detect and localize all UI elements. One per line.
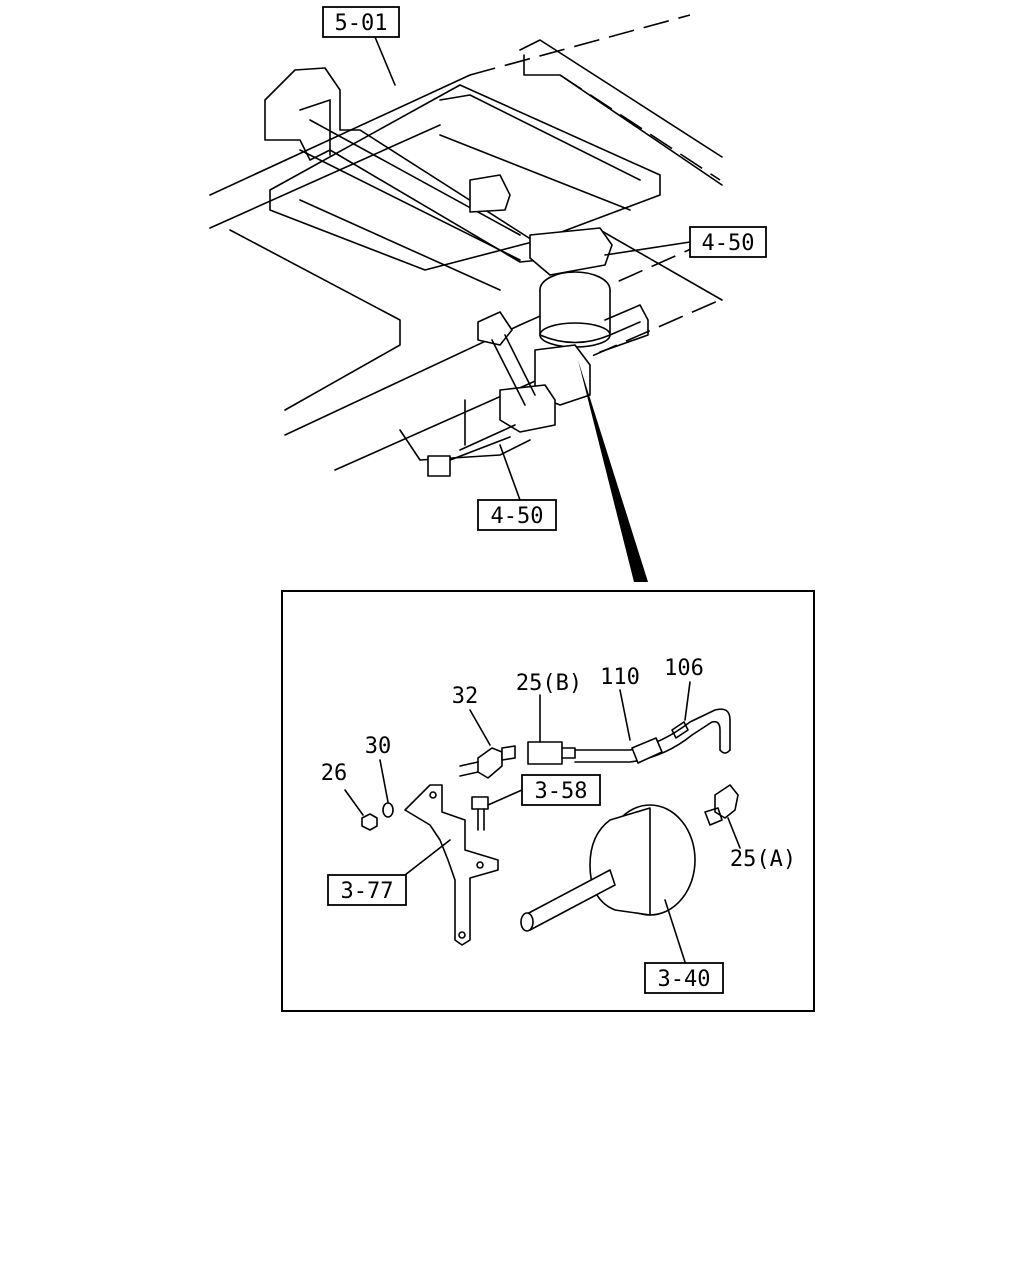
elbow-32 — [459, 745, 516, 779]
leader-110 — [619, 689, 631, 741]
elbow-25a — [704, 784, 739, 826]
callout-4-50-lower-label: 4-50 — [491, 504, 544, 529]
leader-106 — [684, 681, 691, 721]
callout-3-40-label: 3-40 — [658, 967, 711, 992]
leader-25a — [727, 817, 741, 849]
bracket-3-77 — [404, 784, 499, 946]
callout-3-40: 3-40 — [644, 962, 724, 994]
part-25b: 25(B) — [516, 671, 582, 696]
nut-26 — [361, 813, 378, 831]
part-32: 32 — [452, 684, 479, 709]
leader-3-40 — [664, 899, 686, 963]
leader-3-58 — [487, 789, 523, 806]
washer-30 — [382, 802, 394, 818]
callout-3-58: 3-58 — [521, 774, 601, 806]
fitting-25b — [527, 741, 576, 765]
bolt-3-58 — [471, 796, 489, 831]
detail-frame — [281, 590, 815, 1012]
part-26: 26 — [321, 761, 348, 786]
callout-5-01-label: 5-01 — [335, 11, 388, 36]
callout-3-77: 3-77 — [327, 874, 407, 906]
hose-line — [574, 708, 731, 764]
leader-32 — [469, 709, 491, 746]
callout-4-50-upper-label: 4-50 — [702, 231, 755, 256]
part-30: 30 — [365, 734, 392, 759]
leader-4-50-lower — [499, 444, 521, 501]
part-110: 110 — [600, 665, 640, 690]
chamber-3-40 — [520, 804, 696, 932]
callout-5-01: 5-01 — [322, 6, 400, 38]
part-106: 106 — [664, 656, 704, 681]
callout-4-50-lower: 4-50 — [477, 499, 557, 531]
callout-3-58-label: 3-58 — [535, 779, 588, 804]
part-25a: 25(A) — [730, 847, 796, 872]
callout-3-77-label: 3-77 — [341, 879, 394, 904]
callout-4-50-upper: 4-50 — [689, 226, 767, 258]
leader-30 — [379, 759, 389, 803]
chassis-frame — [209, 14, 723, 471]
leader-26 — [344, 789, 364, 816]
leader-4-50-upper — [604, 241, 691, 256]
leader-5-01 — [374, 36, 396, 86]
detail-pointer — [578, 360, 648, 582]
valve-assembly — [427, 174, 649, 477]
leader-3-77 — [404, 839, 451, 876]
